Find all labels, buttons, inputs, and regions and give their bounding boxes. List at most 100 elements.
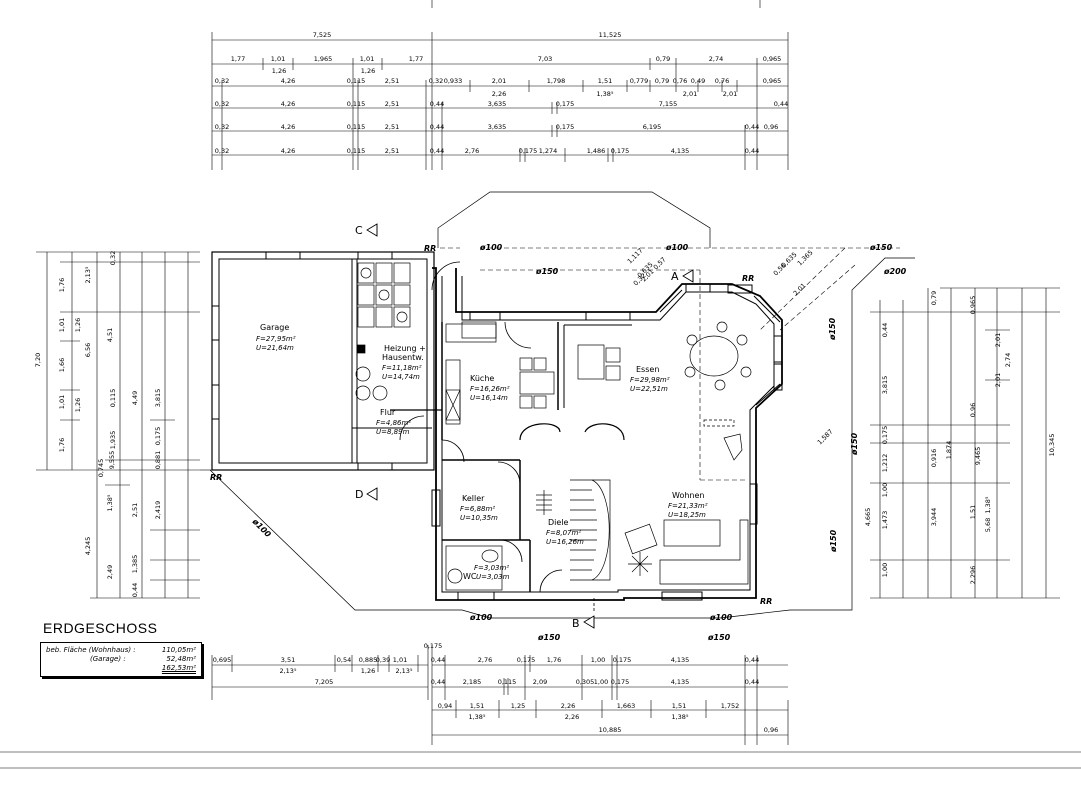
- dimension-label: 1,486: [587, 147, 606, 155]
- dimension-label: 2,09: [533, 678, 547, 686]
- dimension-label: 1,663: [617, 702, 636, 710]
- dimension-label: 0,79: [930, 291, 938, 305]
- section-c-label: C: [355, 224, 363, 237]
- dimension-label: 1,752: [721, 702, 740, 710]
- dimension-label: 2,76: [478, 656, 492, 664]
- dimension-label: 1,38⁵: [468, 713, 485, 721]
- dimension-label: 2,185: [463, 678, 482, 686]
- dimension-label: 0,175: [611, 147, 630, 155]
- dimension-label: 1,965: [314, 55, 333, 63]
- room-kueche-name: Küche: [470, 374, 494, 383]
- dimension-label: 10,885: [599, 726, 622, 734]
- right-dimension-columns: [870, 287, 1060, 599]
- dimension-label: 3,51: [281, 656, 295, 664]
- dimension-label: 1,00: [594, 678, 608, 686]
- dimension-label: 6,195: [643, 123, 662, 131]
- dimension-label: 1,77: [231, 55, 245, 63]
- dimension-label: 0,175: [154, 427, 162, 446]
- dimension-label: 2,13⁵: [395, 667, 412, 675]
- dimension-label: 0,32: [429, 77, 443, 85]
- area-label: beb. Fläche: [46, 646, 87, 654]
- dimension-label: 1,76: [58, 438, 66, 452]
- dimension-label: 0,32: [215, 77, 229, 85]
- area-row-garage: (Garage) : 52,48m²: [46, 655, 196, 664]
- diameter-label: ø150: [537, 633, 561, 642]
- room-keller-perimeter: U=10,35m: [460, 514, 498, 522]
- rr-label: RR: [760, 597, 772, 606]
- dimension-label: 1,00: [591, 656, 605, 664]
- diameter-label: ø100: [665, 243, 689, 252]
- dimension-label: 0,115: [498, 678, 517, 686]
- diameter-label: ø150: [829, 529, 838, 553]
- dimension-label: 1,38⁵: [106, 494, 114, 511]
- room-garage-area: F=27,95m²: [256, 335, 296, 343]
- section-markers: [366, 223, 694, 629]
- dimension-label: 0,44: [745, 678, 759, 686]
- dimension-label: 1,874: [945, 441, 953, 460]
- dimension-label: 3,815: [881, 376, 889, 395]
- dimension-label: 3,944: [930, 508, 938, 527]
- dimension-label: 0,96: [969, 403, 977, 417]
- dimension-label: 4,665: [864, 508, 872, 527]
- dimension-label: 7,205: [315, 678, 334, 686]
- bay-dimension-label: 0,57: [652, 256, 668, 272]
- dimension-label: 1,51: [598, 77, 612, 85]
- dimension-label: 0,44: [745, 147, 759, 155]
- dimension-label: 0,76: [715, 77, 729, 85]
- area-row-value: 52,48m²: [166, 655, 196, 663]
- dimension-label: 2,26: [565, 713, 579, 721]
- dimension-label: 2,296: [969, 566, 977, 585]
- dimension-label: 1,38⁵: [671, 713, 688, 721]
- dimension-label: 0,32: [215, 100, 229, 108]
- dimension-label: 2,13⁵: [84, 266, 92, 283]
- room-diele-name: Diele: [548, 518, 569, 527]
- dimension-label: 0,115: [347, 123, 366, 131]
- dimension-label: 3,635: [488, 100, 507, 108]
- bay-dimension-label: 1,587: [816, 428, 835, 447]
- dimension-label: 0,175: [517, 656, 536, 664]
- area-summary-box: beb. Fläche (Wohnhaus) : 110,05m² (Garag…: [40, 642, 202, 677]
- dimension-label: 1,212: [881, 454, 889, 473]
- dimension-label: 4,26: [281, 147, 295, 155]
- dimension-label: 1,385: [131, 555, 139, 574]
- dimension-label: 2,26: [561, 702, 575, 710]
- dimension-label: 0,94: [438, 702, 452, 710]
- dimension-label: 2,01: [683, 90, 697, 98]
- dimension-label: 0,115: [109, 389, 117, 408]
- dimension-label: 0,965: [763, 77, 782, 85]
- dimension-label: 0,175: [556, 100, 575, 108]
- dimension-label: 0,96: [764, 123, 778, 131]
- dimension-label: 2,51: [385, 77, 399, 85]
- bay-dimension-label: 1,365: [796, 249, 815, 268]
- dimension-label: 0,779: [630, 77, 649, 85]
- dimension-label: 1,26: [361, 67, 375, 75]
- rr-label: RR: [210, 473, 222, 482]
- dimension-label: 1,00: [881, 483, 889, 497]
- dimension-label: 0,965: [969, 296, 977, 315]
- building-walls: [211, 251, 783, 601]
- dimension-label: 0,933: [444, 77, 463, 85]
- dimension-label: 0,32: [109, 251, 117, 265]
- dimension-label: 1,01: [58, 395, 66, 409]
- dimension-label: 1,01: [58, 318, 66, 332]
- dimension-label: 1,26: [74, 318, 82, 332]
- dimension-label: 11,525: [599, 31, 622, 39]
- top-dimension-chains: [211, 32, 789, 170]
- dimension-label: 1,01: [360, 55, 374, 63]
- dimension-label: 0,32: [215, 123, 229, 131]
- dimension-label: 0,965: [763, 55, 782, 63]
- dimension-label: 1,473: [881, 511, 889, 530]
- room-wohnen-perimeter: U=18,25m: [668, 511, 706, 519]
- dimension-label: 1,00: [881, 563, 889, 577]
- dimension-label: 0,44: [430, 147, 444, 155]
- dimension-label: 0,79: [656, 55, 670, 63]
- dimension-label: 0,175: [611, 678, 630, 686]
- dimension-label: 0,49: [691, 77, 705, 85]
- bay-dimension-label: 2,01: [792, 282, 808, 298]
- area-row-wohnhaus: beb. Fläche (Wohnhaus) : 110,05m²: [46, 646, 196, 655]
- dimension-label: 1,26: [272, 67, 286, 75]
- room-kueche-area: F=16,26m²: [470, 385, 510, 393]
- area-row-value: 110,05m²: [161, 646, 196, 654]
